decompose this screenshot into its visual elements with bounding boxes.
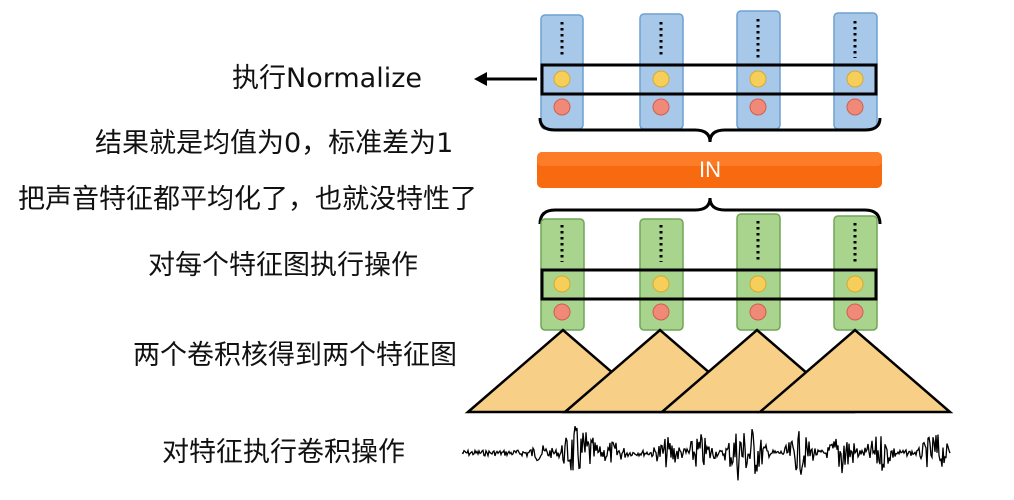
red-dot — [553, 303, 571, 321]
yellow-dot — [749, 275, 767, 293]
left-arrow-icon — [474, 72, 537, 86]
in-block: IN — [537, 152, 882, 188]
red-dot — [652, 98, 670, 116]
normalize-label: 执行Normalize — [232, 63, 422, 94]
bottom-feature-columns — [540, 213, 878, 331]
red-dot — [749, 98, 767, 116]
result-label: 结果就是均值为0，标准差为1 — [95, 128, 454, 159]
yellow-dot — [749, 70, 767, 88]
yellow-dot — [652, 275, 670, 293]
yellow-dot — [846, 275, 864, 293]
red-dot — [652, 303, 670, 321]
two-kernels-label: 两个卷积核得到两个特征图 — [133, 340, 457, 371]
bottom-row-highlight-box — [540, 268, 878, 301]
yellow-dot — [652, 70, 670, 88]
red-dot — [553, 98, 571, 116]
yellow-dot — [553, 70, 571, 88]
yellow-dot — [553, 275, 571, 293]
red-dot — [749, 303, 767, 321]
red-dot — [846, 303, 864, 321]
curly-brace-icon — [538, 117, 882, 143]
top-row-highlight-box — [540, 63, 878, 96]
averaged-label: 把声音特征都平均化了，也就没特性了 — [18, 184, 477, 215]
curly-brace-icon — [538, 197, 882, 225]
conv-op-label: 对特征执行卷积操作 — [162, 437, 405, 468]
red-dot — [846, 98, 864, 116]
audio-waveform — [461, 426, 951, 481]
yellow-dot — [846, 70, 864, 88]
in-label: IN — [699, 157, 721, 182]
per-feature-map-label: 对每个特征图执行操作 — [148, 250, 418, 281]
top-feature-columns — [540, 10, 878, 130]
conv-kernel-triangles — [464, 328, 954, 414]
kernel-triangle — [756, 328, 954, 414]
